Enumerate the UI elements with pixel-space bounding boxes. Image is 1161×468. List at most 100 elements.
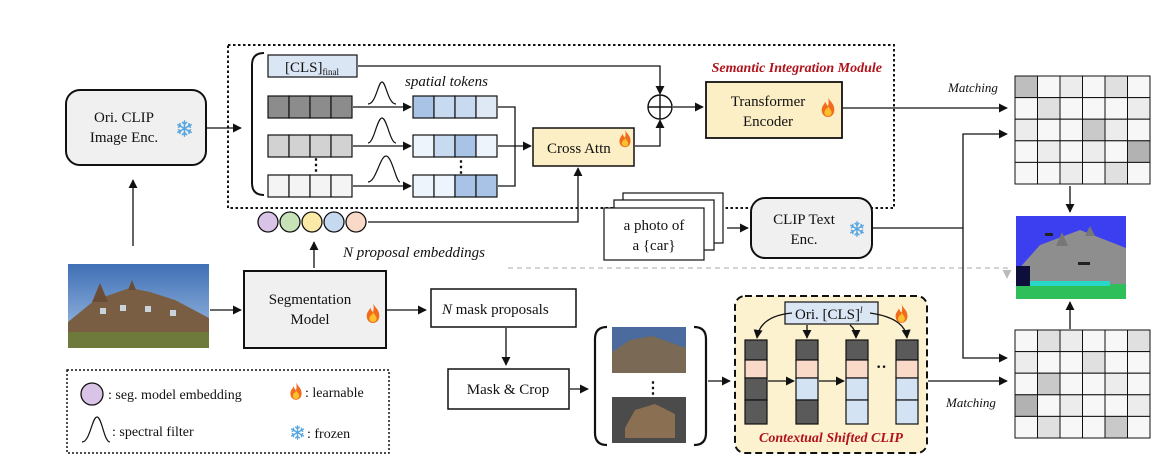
clip-text-encoder — [750, 197, 873, 259]
matching-cell — [1014, 351, 1038, 374]
matching-cell — [1014, 118, 1038, 142]
matching-cell — [1082, 161, 1106, 185]
cross-attn-label: Cross Attn — [547, 141, 611, 157]
ori-cls-token — [784, 301, 879, 325]
matching-cell — [1059, 372, 1083, 396]
proposal-embedding-3 — [301, 211, 323, 233]
mask-crop-label: Mask & Crop — [467, 382, 550, 398]
matching-cell — [1104, 161, 1128, 185]
spectral-filter-curves — [367, 81, 401, 183]
matching-cell — [1014, 415, 1038, 439]
proposal-embedding-4 — [323, 211, 345, 233]
add-operator — [647, 94, 673, 120]
snowflake-icon — [290, 425, 305, 440]
matching-cell — [1082, 140, 1106, 163]
cls-final-label: [CLS]final — [285, 60, 339, 77]
svg-text:⋮: ⋮ — [308, 157, 324, 174]
matching-cell — [1037, 394, 1061, 417]
legend-frozen-label: : frozen — [307, 427, 350, 442]
spatial-tokens-label: spatial tokens — [405, 74, 488, 90]
matching-cell — [1037, 329, 1061, 353]
matching-cell — [1082, 118, 1106, 142]
input-image — [68, 264, 209, 348]
cls-final-token — [267, 54, 358, 78]
crops-bracket-right — [693, 325, 708, 447]
matching-cell — [1082, 415, 1106, 439]
columns-ellipsis: ·· — [876, 359, 887, 376]
text-prompt-stack — [603, 192, 724, 261]
transformer-encoder-line2: Encoder — [743, 114, 793, 130]
matching-cell — [1059, 329, 1083, 353]
matching-cell — [1082, 97, 1106, 120]
matching-cell — [1037, 97, 1061, 120]
clip-text-line2: Enc. — [790, 232, 817, 248]
proposal-embedding-2 — [279, 211, 301, 233]
text-prompt-line1: a photo of — [624, 218, 685, 234]
matching-cell — [1104, 97, 1128, 120]
matching-label-top: Matching — [947, 80, 998, 95]
shifted-token-columns — [744, 339, 919, 425]
matching-matrix-top — [1014, 75, 1151, 185]
matching-cell — [1127, 140, 1151, 163]
matching-cell — [1059, 75, 1083, 99]
matching-cell — [1082, 372, 1106, 396]
matching-cell — [1127, 97, 1151, 120]
matching-cell — [1059, 97, 1083, 120]
mask-proposals-block — [430, 288, 577, 328]
matching-cell — [1059, 118, 1083, 142]
matching-cell — [1037, 140, 1061, 163]
ori-clip-line2: Image Enc. — [90, 130, 158, 146]
segmentation-model-line2: Model — [290, 312, 329, 328]
legend-box — [66, 369, 390, 454]
matching-cell — [1059, 394, 1083, 417]
token-group-brace — [251, 52, 265, 196]
legend-spectral-filter-label: : spectral filter — [112, 425, 194, 440]
matching-cell — [1104, 118, 1128, 142]
matching-cell — [1082, 351, 1106, 374]
cross-attn-block — [532, 127, 635, 167]
matching-cell — [1127, 329, 1151, 353]
matching-cell — [1037, 118, 1061, 142]
legend-spectral-filter-curve — [81, 416, 111, 443]
matching-cell — [1037, 372, 1061, 396]
matching-cell — [1104, 329, 1128, 353]
matching-cell — [1059, 415, 1083, 439]
matching-cell — [1037, 75, 1061, 99]
matching-cell — [1104, 351, 1128, 374]
matching-cell — [1014, 372, 1038, 396]
clip-text-line1: CLIP Text — [773, 212, 836, 228]
matching-cell — [1127, 161, 1151, 185]
segmentation-model-block — [243, 270, 387, 349]
transformer-encoder-line1: Transformer — [731, 94, 805, 110]
matching-cell — [1127, 118, 1151, 142]
matching-cell — [1014, 97, 1038, 120]
crops-bracket-left — [593, 325, 608, 447]
matching-cell — [1059, 161, 1083, 185]
svg-text:⋮: ⋮ — [453, 159, 469, 176]
matching-cell — [1082, 75, 1106, 99]
ori-clip-line1: Ori. CLIP — [94, 110, 154, 126]
masked-crop-1 — [612, 327, 686, 373]
proposal-embedding-circles — [257, 211, 367, 233]
matching-cell — [1127, 372, 1151, 396]
matching-cell — [1059, 351, 1083, 374]
masked-crop-2 — [612, 397, 686, 443]
segmentation-model-line1: Segmentation — [269, 292, 352, 308]
matching-cell — [1082, 329, 1106, 353]
matching-cell — [1014, 161, 1038, 185]
matching-cell — [1127, 75, 1151, 99]
matching-cell — [1059, 140, 1083, 163]
matching-cell — [1014, 394, 1038, 417]
matching-cell — [1127, 394, 1151, 417]
semantic-integration-module-border — [227, 44, 895, 209]
matching-cell — [1014, 329, 1038, 353]
crops-ellipsis: ⋮ — [645, 380, 661, 397]
mask-crop-block — [447, 368, 570, 410]
matching-cell — [1082, 394, 1106, 417]
matching-cell — [1104, 372, 1128, 396]
contextual-shifted-clip-block — [734, 295, 928, 454]
matching-cell — [1037, 161, 1061, 185]
legend-embedding-circle — [80, 382, 104, 406]
matching-cell — [1104, 75, 1128, 99]
